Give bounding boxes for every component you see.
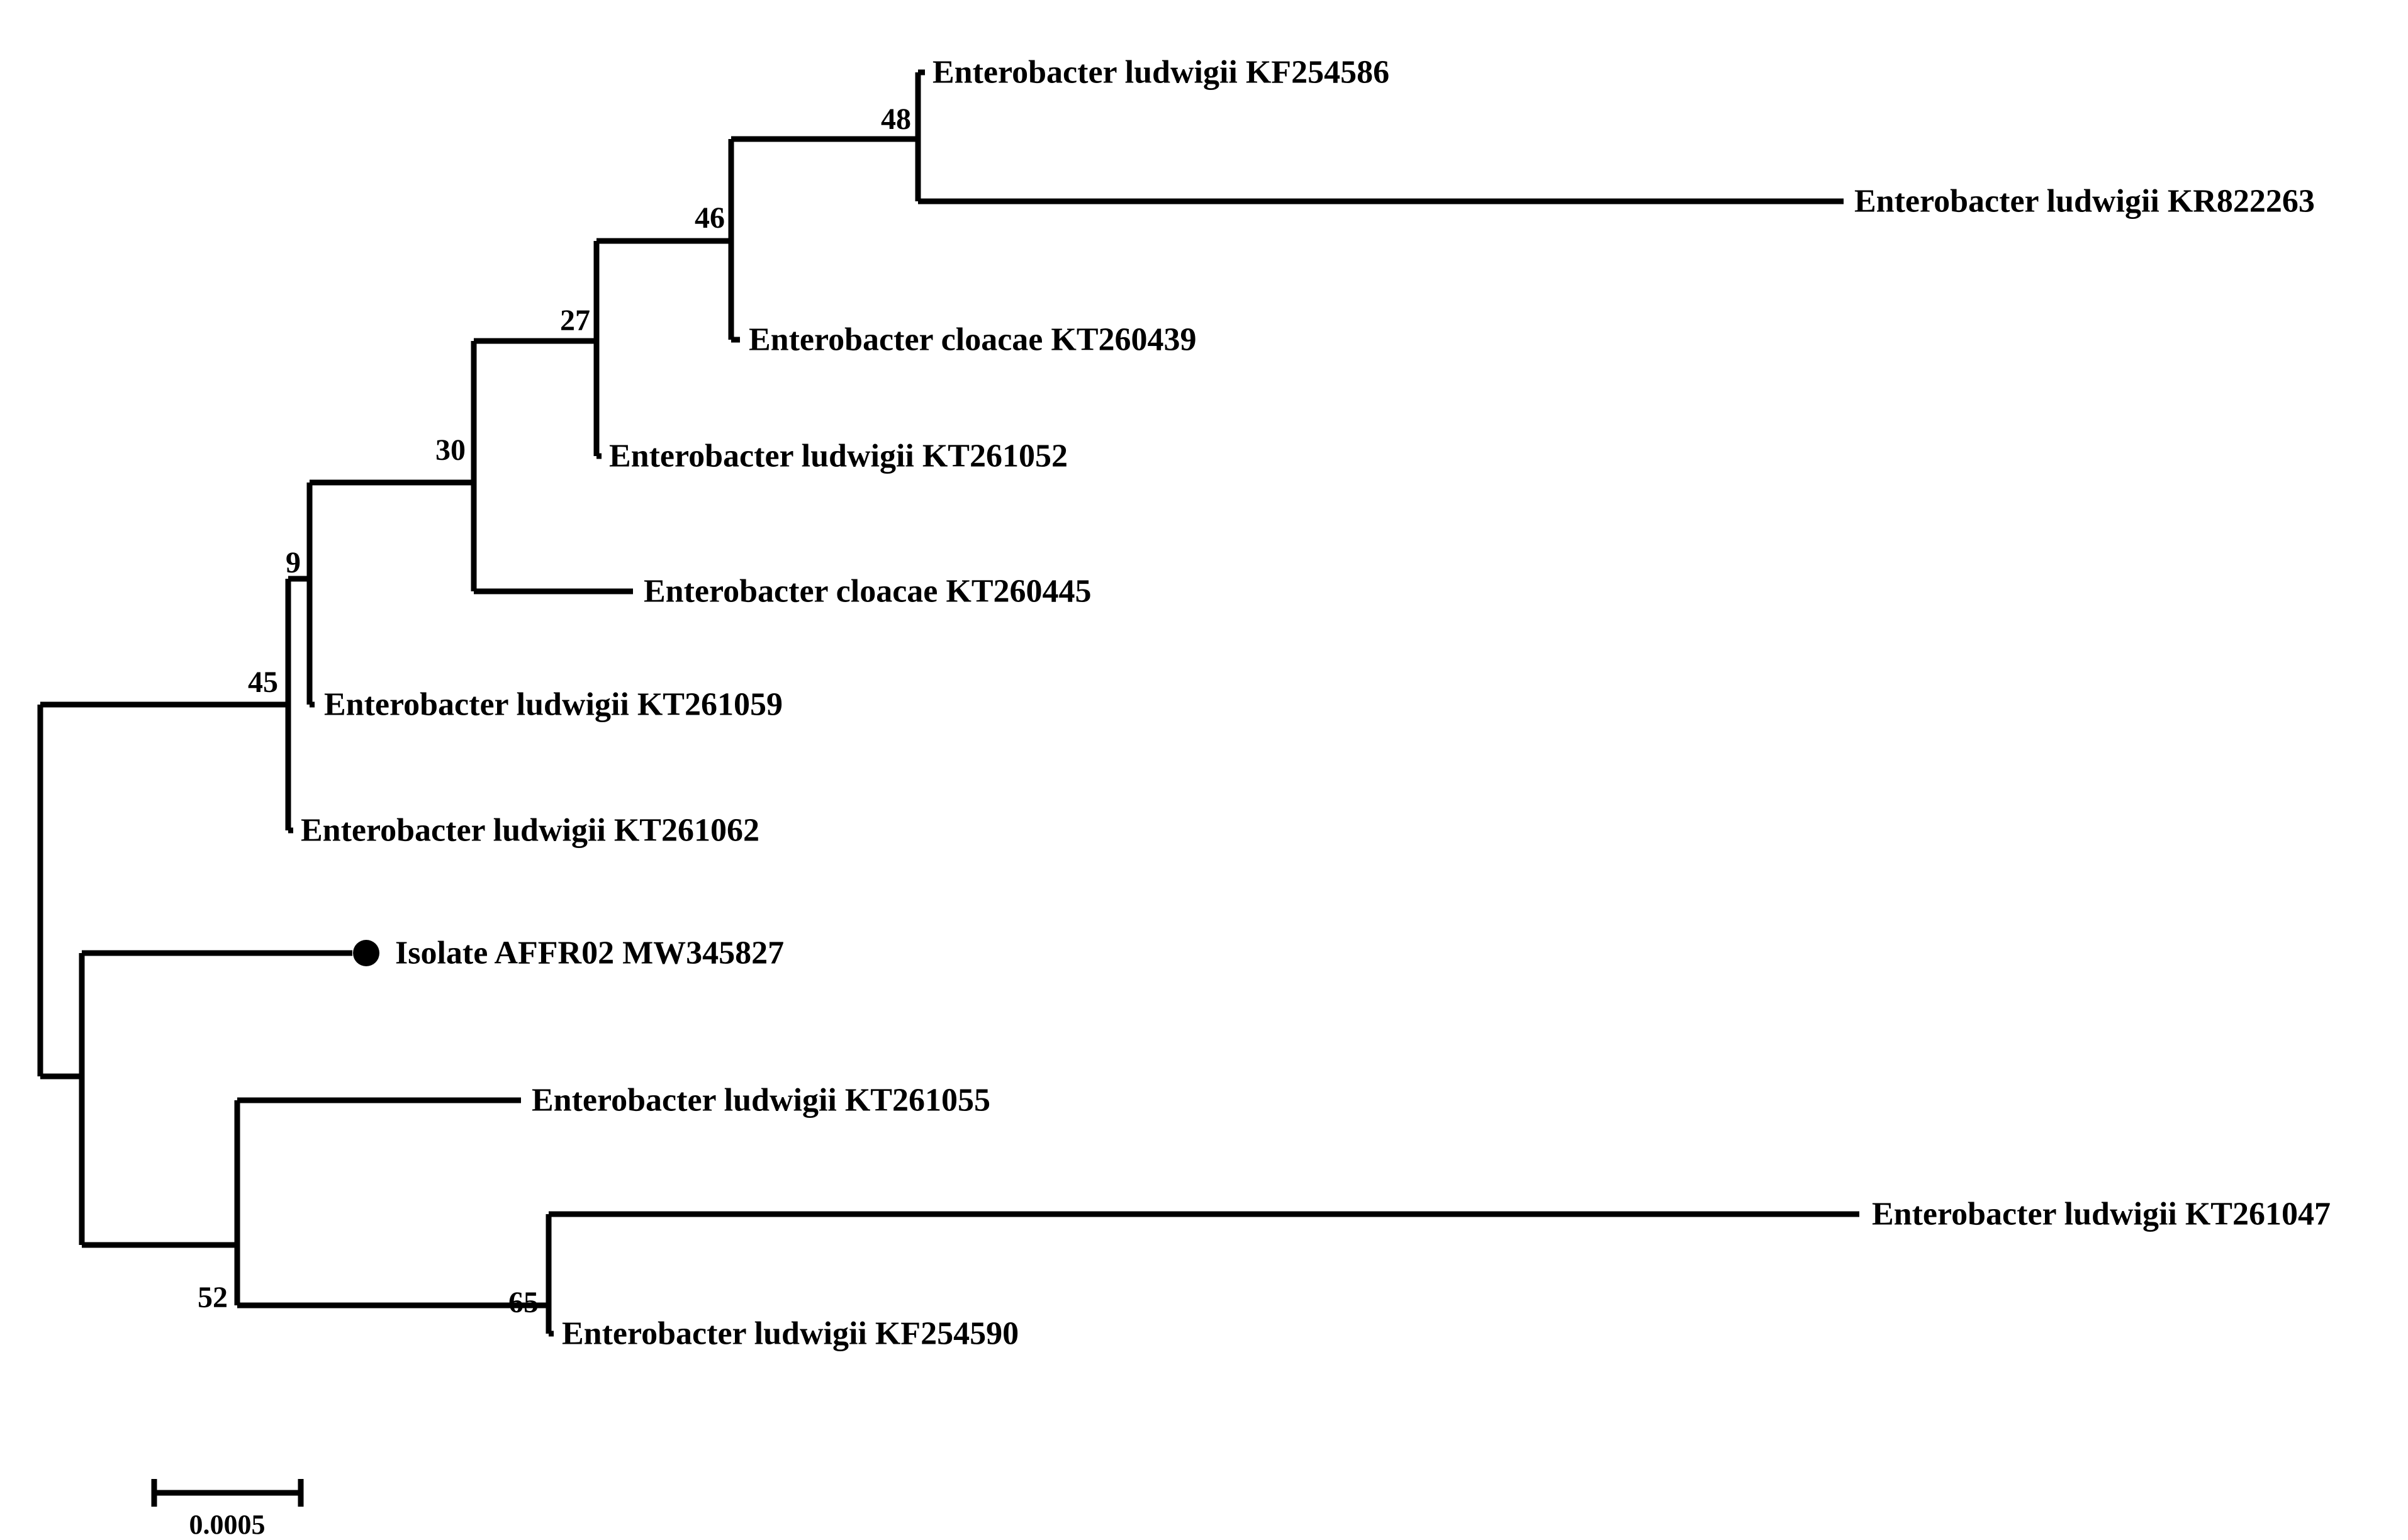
- bootstrap-support-label: 30: [435, 433, 466, 467]
- taxon-label: Enterobacter cloacae KT260445: [644, 574, 1092, 610]
- scale-bar-label: 0.0005: [189, 1509, 266, 1540]
- taxon-label: Enterobacter ludwigii KT261059: [324, 687, 783, 723]
- taxon-label: Enterobacter ludwigii KT261055: [532, 1083, 990, 1119]
- taxon-label: Enterobacter ludwigii KF254590: [562, 1316, 1019, 1352]
- taxon-label: Enterobacter cloacae KT260439: [749, 322, 1197, 358]
- taxon-label: Enterobacter ludwigii KT261062: [301, 813, 759, 849]
- bootstrap-support-label: 65: [508, 1286, 539, 1319]
- taxon-label: Enterobacter ludwigii KT261052: [609, 438, 1068, 474]
- bootstrap-support-label: 52: [198, 1281, 228, 1314]
- isolate-highlight-circle-icon: [353, 940, 379, 966]
- bootstrap-support-label: 48: [881, 103, 911, 136]
- bootstrap-support-label: 27: [560, 304, 590, 337]
- taxon-label: Isolate AFFR02 MW345827: [395, 935, 784, 971]
- bootstrap-support-label: 9: [286, 546, 301, 579]
- taxon-label: Enterobacter ludwigii KF254586: [932, 55, 1389, 91]
- bootstrap-support-label: 46: [695, 201, 725, 235]
- taxon-label: Enterobacter ludwigii KR822263: [1854, 184, 2315, 220]
- taxon-label: Enterobacter ludwigii KT261047: [1872, 1197, 2331, 1232]
- bootstrap-support-label: 45: [248, 666, 278, 699]
